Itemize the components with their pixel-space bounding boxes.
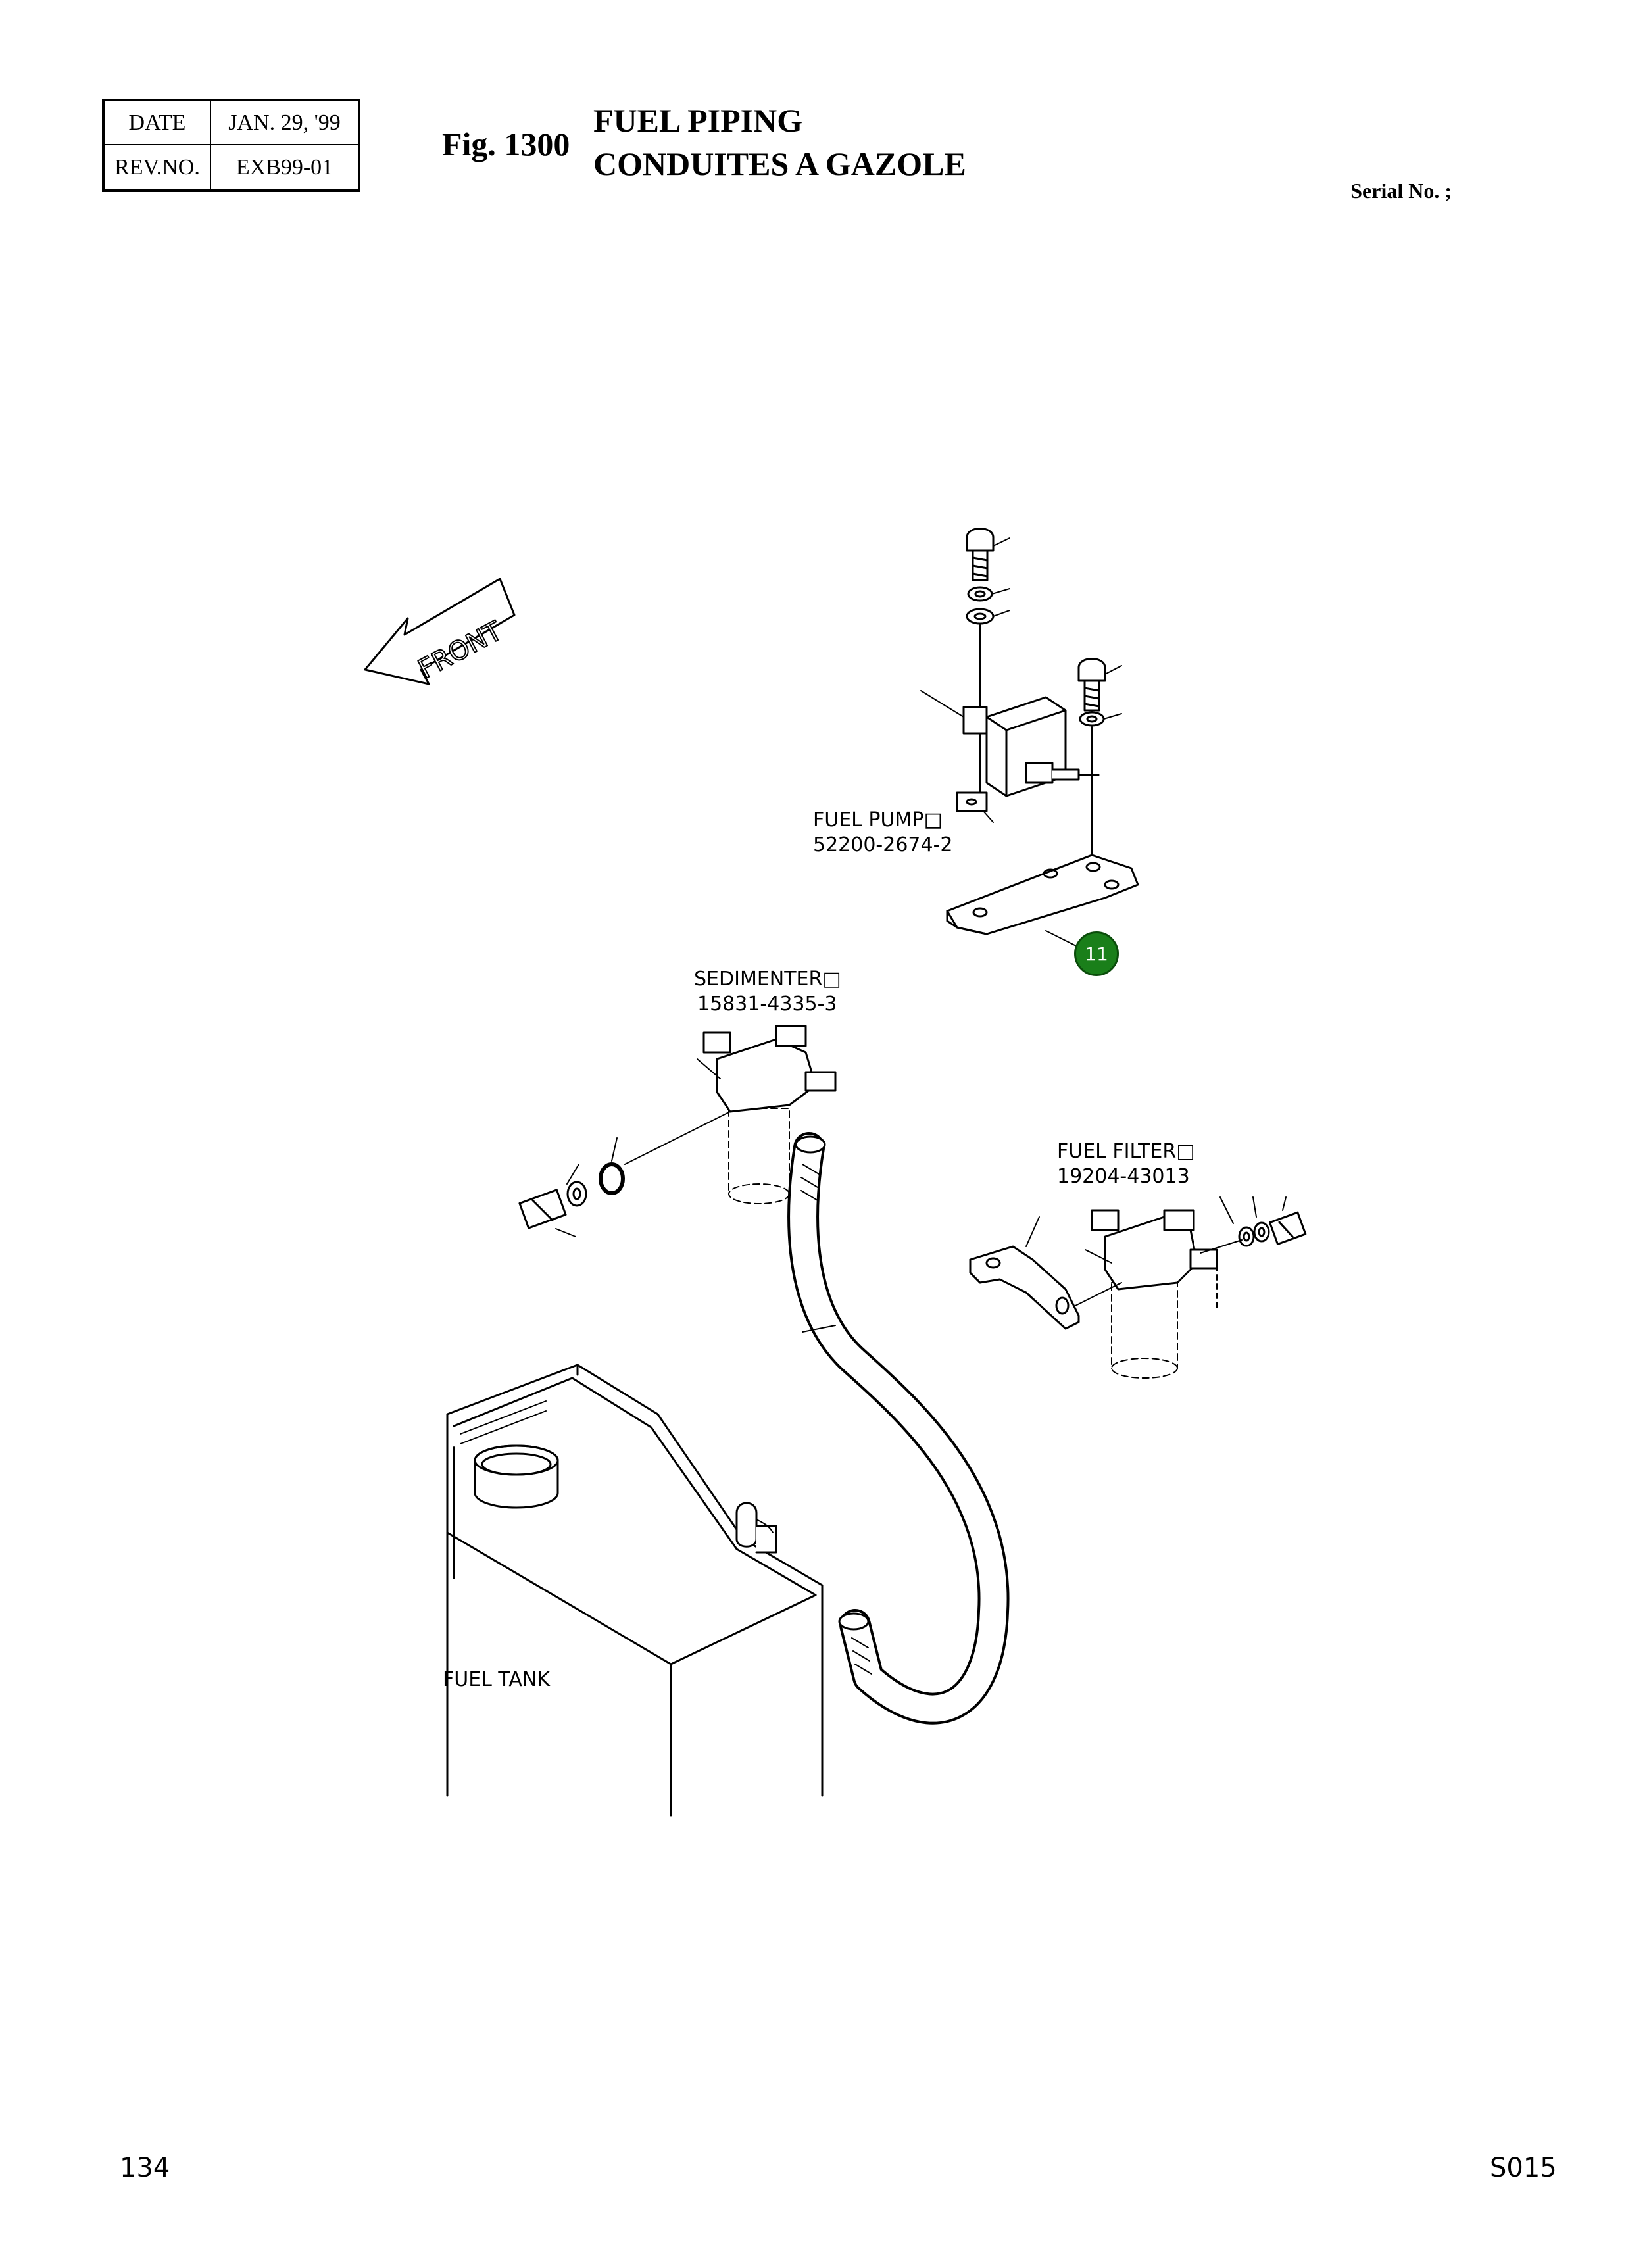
sedimenter-label: SEDIMENTER□ 15831-4335-3 — [694, 967, 841, 1017]
pump-bolt-2 — [1077, 658, 1122, 869]
date-value: JAN. 29, '99 — [211, 101, 358, 145]
figure-number: Fig. 1300 — [442, 126, 570, 162]
fuel-hose — [787, 1132, 1010, 1725]
figure-title: FUEL PIPING CONDUITES A GAZOLE — [593, 99, 966, 185]
filter-bracket — [969, 1216, 1122, 1330]
pump-bracket — [946, 854, 1139, 948]
rev-label: REV.NO. — [105, 145, 211, 189]
fuel-filter — [1085, 1209, 1218, 1379]
filter-bolt — [1200, 1196, 1307, 1254]
fuel-filter-number: 19204-43013 — [1057, 1165, 1190, 1188]
fuel-pump-label: FUEL PUMP□ 52200-2674-2 — [813, 808, 953, 858]
callout-11[interactable]: 11 — [1074, 931, 1119, 976]
title-french: CONDUITES A GAZOLE — [593, 145, 966, 182]
rev-value: EXB99-01 — [235, 155, 333, 180]
front-arrow-icon: FRONT — [364, 578, 516, 685]
fuel-filter-name: FUEL FILTER□ — [1057, 1140, 1195, 1163]
sedimenter-bolt — [518, 1137, 625, 1237]
page-number: 134 — [120, 2153, 170, 2183]
fuel-pump-name: FUEL PUMP□ — [813, 808, 943, 831]
sedimenter-number: 15831-4335-3 — [697, 993, 837, 1016]
fuel-filter-label: FUEL FILTER□ 19204-43013 — [1057, 1139, 1195, 1189]
sedimenter-name: SEDIMENTER□ — [694, 968, 841, 991]
date-label: DATE — [105, 101, 211, 145]
fuel-pump-number: 52200-2674-2 — [813, 833, 953, 856]
title-english: FUEL PIPING — [593, 102, 803, 139]
sedimenter — [624, 1025, 837, 1204]
fuel-tank-label: FUEL TANK — [443, 1668, 551, 1691]
fuel-pump — [920, 690, 1100, 823]
revision-table: DATE JAN. 29, '99 REV.NO. EXB99-01 — [102, 99, 360, 192]
page-code: S015 — [1490, 2153, 1557, 2183]
fuel-tank — [446, 1364, 824, 1817]
serial-number: Serial No. ; — [1350, 179, 1452, 203]
